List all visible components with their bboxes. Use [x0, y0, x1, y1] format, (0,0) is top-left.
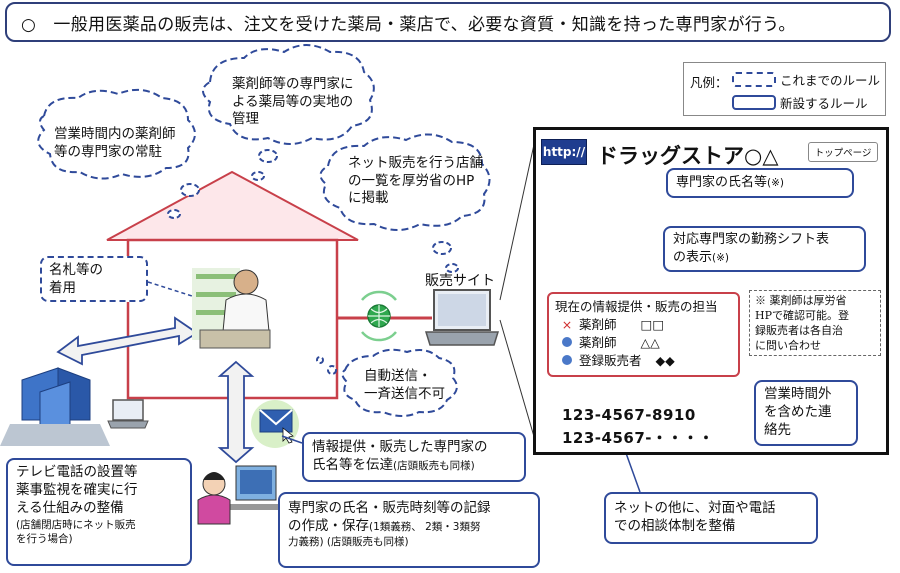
double-arrow-records — [217, 360, 255, 464]
after-hours-line: 絡先 — [764, 422, 791, 439]
records-sub: 力義務) (店頭販売も同様) — [288, 536, 409, 549]
cloud-resident-line: 等の専門家の常駐 — [54, 143, 162, 160]
staff-role: 薬剤師 — [579, 335, 617, 351]
cloud-resident-line: 営業時間内の薬剤師 — [54, 126, 176, 142]
pharmacist-icon — [192, 268, 271, 349]
unavailable-mark: × — [561, 317, 573, 333]
available-dot-icon — [562, 337, 572, 348]
tv-phone-line: 薬事監視を確実に行 — [16, 482, 138, 499]
info-notice-callout: 情報提供・販売した専門家の 氏名等を伝達(店頭販売も同様) — [302, 432, 526, 482]
shift-callout: 対応専門家の勤務シフト表 の表示(※) — [663, 226, 866, 272]
after-hours-callout: 営業時間外 を含めた連 絡先 — [754, 380, 858, 446]
header-banner: ○ 一般用医薬品の販売は、注文を受けた薬局・薬店で、必要な資質・知識を持った専門… — [5, 2, 891, 42]
consult-line: での相談体制を整備 — [614, 518, 736, 535]
top-page-button[interactable]: トップページ — [808, 142, 878, 162]
tv-phone-line: える仕組みの整備 — [16, 500, 124, 517]
nametag-callout: 名札等の 着用 — [40, 256, 148, 302]
note-line: に問い合わせ — [755, 338, 821, 352]
legend: 凡例： これまでのルール 新設するルール — [683, 62, 886, 116]
tv-phone-sub: (店舗閉店時にネット販売 — [16, 518, 136, 531]
legend-dashed-swatch — [732, 72, 776, 87]
browser-connector-bottom — [499, 319, 536, 441]
nametag-line: 着用 — [49, 279, 76, 296]
site-title: ドラッグストア○△ — [597, 144, 779, 168]
shift-callout-line: 対応専門家の勤務シフト表 — [673, 232, 830, 247]
cloud-on-site-line: 管理 — [232, 111, 259, 128]
staff-role: 薬剤師 — [579, 317, 617, 333]
legend-new: 新設するルール — [780, 96, 868, 111]
legend-label: 凡例： — [690, 75, 728, 90]
cloud-shapes — [37, 44, 491, 417]
cloud-listing-line: の一覧を厚労省のHP — [348, 172, 475, 189]
cloud-on-site-line: よる薬局等の実地の — [232, 93, 354, 110]
after-hours-line: 営業時間外 — [764, 386, 832, 402]
expert-name-note: (※) — [767, 177, 785, 189]
after-hours-line: を含めた連 — [764, 404, 832, 421]
cloud-auto-line: 一斉送信不可 — [364, 385, 445, 402]
nametag-pointer — [147, 281, 193, 297]
note-line: HPで確認可能。登 — [755, 308, 849, 322]
pharmacist-note: ※ 薬剤師は厚労省 HPで確認可能。登 録販売者は各自治 に問い合わせ — [749, 290, 881, 356]
records-line: 専門家の氏名・販売時刻等の記録 — [288, 500, 491, 516]
header-text: ○ 一般用医薬品の販売は、注文を受けた薬局・薬店で、必要な資質・知識を持った専門… — [21, 14, 796, 35]
legend-solid-swatch — [732, 95, 776, 110]
info-notice-line: 氏名等を伝達 — [312, 457, 393, 474]
globe-icon — [361, 290, 397, 342]
staff-role: 登録販売者 — [579, 353, 642, 369]
note-line: 録販売者は各自治 — [755, 323, 843, 337]
cloud-store-listing: ネット販売を行う店舗 の一覧を厚労省のHP に掲載 — [348, 155, 483, 208]
cloud-on-site-management: 薬剤師等の専門家に よる薬局等の実地の 管理 — [232, 76, 354, 129]
cloud-listing-line: ネット販売を行う店舗 — [348, 155, 483, 171]
tv-phone-sub: を行う場合) — [16, 532, 73, 545]
staff-name: ◆◆ — [655, 353, 675, 369]
cloud-resident-expert: 営業時間内の薬剤師 等の専門家の常駐 — [54, 126, 176, 161]
staff-name: △△ — [640, 335, 660, 351]
cloud-on-site-line: 薬剤師等の専門家に — [232, 76, 354, 92]
phone-number-2: 123-4567-・・・・ — [562, 429, 715, 447]
shift-panel-title: 現在の情報提供・販売の担当 — [555, 299, 718, 314]
nametag-line: 名札等の — [49, 262, 103, 278]
phone-number-1: 123-4567-8910 — [562, 406, 696, 424]
tv-phone-callout: テレビ電話の設置等 薬事監視を確実に行 える仕組みの整備 (店舗閉店時にネット販… — [6, 458, 192, 566]
cloud-auto-send: 自動送信・ 一斉送信不可 — [364, 368, 445, 403]
staff-row: × 薬剤師 □□ — [555, 316, 732, 334]
customer-icon — [197, 465, 282, 525]
cloud-listing-line: に掲載 — [348, 190, 389, 207]
office-building-icon — [0, 367, 110, 446]
consult-line: ネットの他に、対面や電話 — [614, 500, 776, 516]
browser-connector-top — [499, 139, 536, 301]
shift-callout-line: の表示 — [673, 249, 713, 265]
shift-panel: 現在の情報提供・販売の担当 × 薬剤師 □□ 薬剤師 △△ 登録販売者 ◆◆ — [547, 292, 740, 377]
info-notice-sub: (店頭販売も同様) — [393, 460, 475, 473]
email-icon — [251, 400, 299, 448]
cloud-tails — [167, 149, 459, 375]
shift-callout-note: (※) — [712, 251, 730, 264]
expert-name-text: 専門家の氏名等 — [676, 175, 768, 190]
info-pointer — [281, 435, 303, 444]
office-laptop-icon — [107, 399, 149, 429]
expert-name-callout: 専門家の氏名等(※) — [666, 168, 854, 198]
records-line: の作成・保存 — [288, 518, 369, 535]
cloud-auto-line: 自動送信・ — [364, 368, 432, 384]
sales-site-label: 販売サイト — [425, 273, 495, 289]
info-notice-line: 情報提供・販売した専門家の — [312, 439, 488, 455]
records-sub: (1類義務、 2類・3類努 — [369, 521, 481, 534]
laptop-icon — [424, 289, 500, 346]
staff-name: □□ — [640, 317, 665, 333]
staff-row: 薬剤師 △△ — [555, 334, 732, 352]
available-dot-icon — [562, 355, 572, 366]
legend-existing: これまでのルール — [780, 73, 881, 88]
http-badge: http:// — [541, 139, 587, 165]
records-callout: 専門家の氏名・販売時刻等の記録 の作成・保存(1類義務、 2類・3類努 力義務)… — [278, 492, 540, 568]
tv-phone-line: テレビ電話の設置等 — [16, 464, 138, 480]
note-line: ※ 薬剤師は厚労省 — [755, 294, 847, 307]
consultation-callout: ネットの他に、対面や電話 での相談体制を整備 — [604, 492, 818, 544]
staff-row: 登録販売者 ◆◆ — [555, 352, 732, 370]
